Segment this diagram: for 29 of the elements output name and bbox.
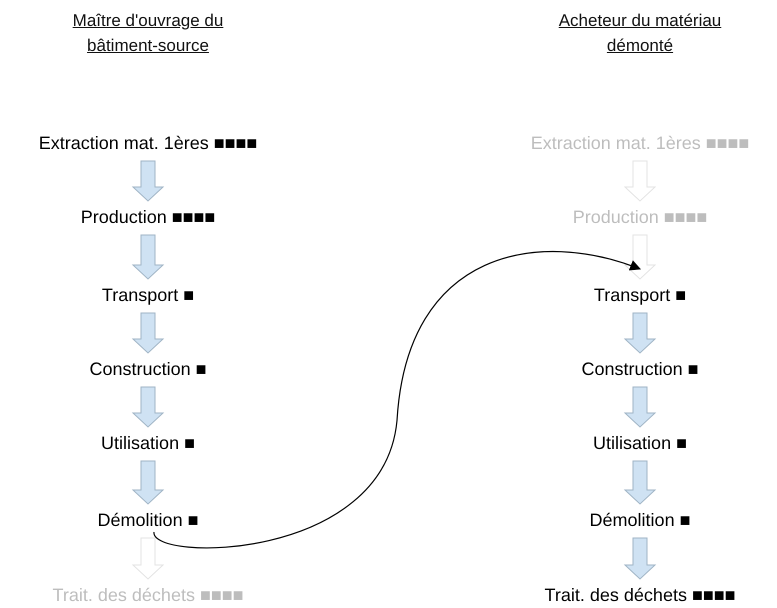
step-label: Transport ■ (594, 283, 686, 307)
step-label: Production ■■■■ (80, 205, 216, 229)
step-label: Utilisation ■ (593, 431, 687, 455)
step-label: Construction ■ (582, 357, 698, 381)
block-arrow (624, 460, 656, 505)
step-label: Utilisation ■ (101, 431, 195, 455)
block-arrow (624, 312, 656, 354)
block-arrow (624, 234, 656, 280)
block-arrow (132, 312, 164, 354)
block-arrow (132, 460, 164, 505)
step-label: Extraction mat. 1ères ■■■■ (530, 131, 750, 155)
step-label: Démolition ■ (98, 508, 198, 532)
column-heading: Maître d'ouvrage du bâtiment-source (72, 11, 224, 55)
block-arrow (624, 538, 656, 580)
block-arrow (624, 160, 656, 202)
block-arrow (132, 538, 164, 580)
step-label: Démolition ■ (590, 508, 690, 532)
step-label: Trait. des déchets ■■■■ (52, 583, 244, 607)
block-arrow (132, 234, 164, 280)
block-arrow (132, 386, 164, 428)
step-label: Production ■■■■ (572, 205, 708, 229)
block-arrow (132, 160, 164, 202)
step-label: Transport ■ (102, 283, 194, 307)
column-heading: Acheteur du matériau démonté (558, 11, 722, 55)
step-label: Extraction mat. 1ères ■■■■ (38, 131, 258, 155)
step-label: Construction ■ (90, 357, 206, 381)
curved-arrow (153, 251, 642, 548)
block-arrow (624, 386, 656, 428)
step-label: Trait. des déchets ■■■■ (544, 583, 736, 607)
